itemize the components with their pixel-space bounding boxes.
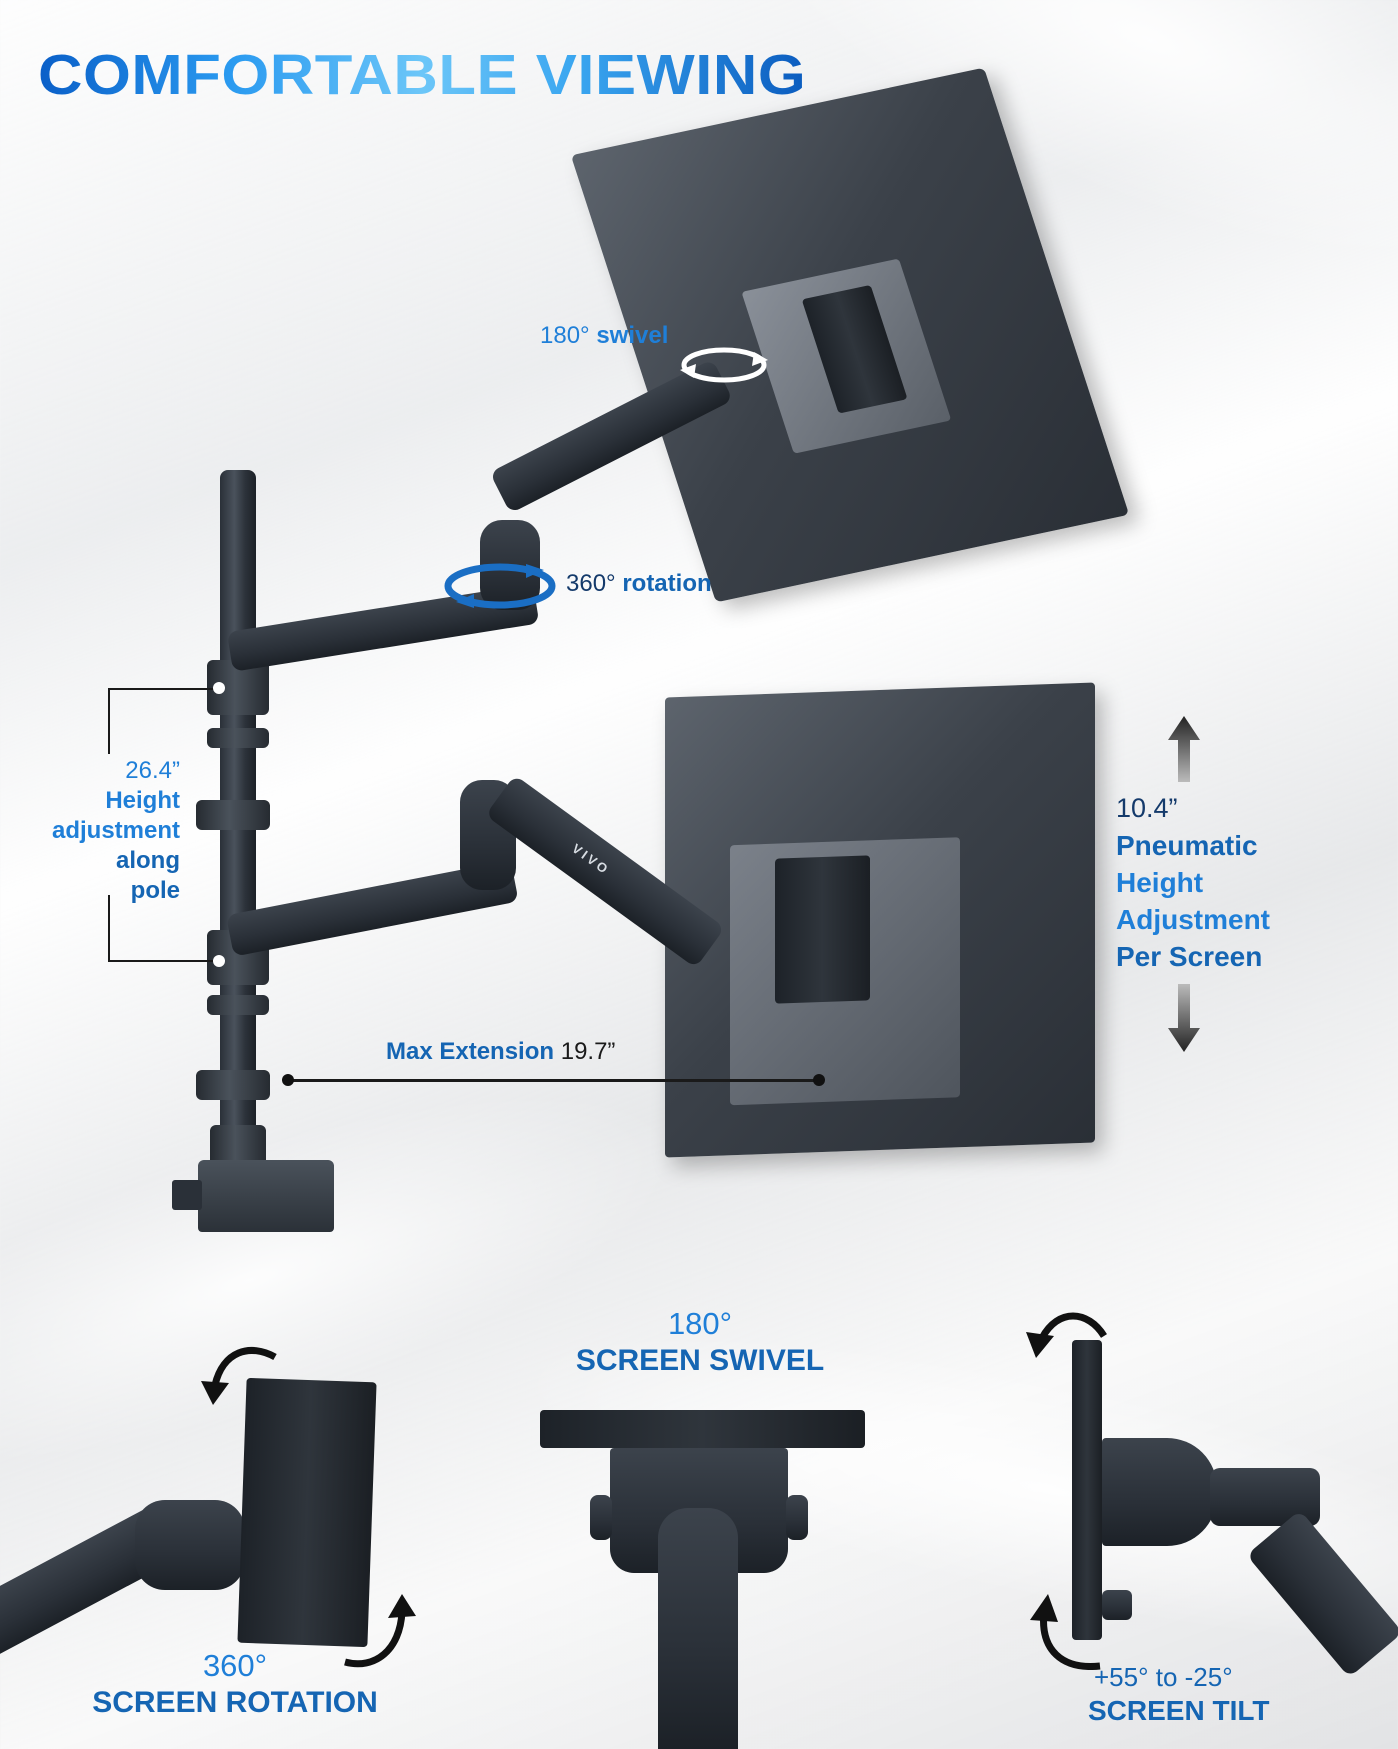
pole-collar xyxy=(207,728,269,748)
extension-callout: Max Extension 19.7” xyxy=(386,1038,615,1066)
lower-vesa-mount xyxy=(775,855,870,1004)
swivel-panel-vesa-plate xyxy=(540,1410,865,1448)
pneumatic-line-2: Height xyxy=(1116,867,1204,898)
pole-height-line-1: Height xyxy=(105,787,180,814)
tilt-down-arrow-icon xyxy=(1030,1594,1101,1670)
pole-bracket-bottom xyxy=(108,960,220,962)
pneumatic-line-4: Per Screen xyxy=(1116,941,1263,972)
pole-height-line-3: along xyxy=(116,847,180,874)
tilt-panel-arm xyxy=(1246,1510,1398,1678)
swivel-panel-knob-left xyxy=(590,1495,612,1540)
swivel-arrows-icon xyxy=(680,347,768,383)
rotate-ccw-arrow-icon xyxy=(201,1346,277,1405)
page-title: COMFORTABLE VIEWING xyxy=(38,43,807,107)
brand-logo: VIVO xyxy=(569,840,613,879)
tilt-panel-vesa-plate xyxy=(1072,1340,1102,1640)
rotation-callout: 360° rotation xyxy=(566,570,712,598)
pole-clip xyxy=(196,1070,270,1100)
swivel-panel-knob-right xyxy=(786,1495,808,1540)
arrow-down-icon xyxy=(1168,984,1200,1052)
extension-dot-start xyxy=(282,1074,294,1086)
pneumatic-line-3: Adjustment xyxy=(1116,904,1270,935)
pole-height-line-4: pole xyxy=(130,877,180,904)
pole-bracket-dot-top xyxy=(213,682,225,694)
feature-tilt-label: SCREEN TILT xyxy=(1088,1695,1270,1726)
extension-line xyxy=(288,1079,820,1082)
pole-bracket-top xyxy=(108,688,220,690)
pole-height-line-2: adjustment xyxy=(51,817,180,844)
extension-label: Max Extension xyxy=(386,1038,555,1065)
pole-bracket-left-bottom xyxy=(108,895,110,961)
pole-bracket-left-top xyxy=(108,688,110,754)
rotate-cw-arrow-icon xyxy=(344,1594,416,1668)
swivel-callout: 180° swivel xyxy=(540,322,668,350)
pneumatic-callout: 10.4” Pneumatic Height Adjustment Per Sc… xyxy=(1116,790,1270,975)
rotation-value: 360° xyxy=(566,570,616,597)
feature-tilt-text: +55° to -25° SCREEN TILT xyxy=(1060,1662,1300,1727)
pneumatic-line-1: Pneumatic xyxy=(1116,830,1258,861)
extension-value: 19.7” xyxy=(560,1038,616,1065)
pneumatic-value: 10.4” xyxy=(1116,793,1178,823)
tilt-up-arrow-icon xyxy=(1026,1312,1107,1358)
desk-clamp xyxy=(198,1160,334,1232)
pole-height-callout: 26.4” Height adjustment along pole xyxy=(20,756,180,906)
pole-height-value: 26.4” xyxy=(125,757,180,784)
feature-swivel-panel: 180° SCREEN SWIVEL xyxy=(520,1300,880,1749)
swivel-label: swivel xyxy=(596,322,669,349)
rotation-panel-joint xyxy=(135,1500,245,1590)
feature-swivel-label: SCREEN SWIVEL xyxy=(575,1344,825,1377)
extension-dot-end xyxy=(813,1074,825,1086)
feature-swivel-value: 180° xyxy=(667,1306,733,1341)
clamp-knob xyxy=(172,1180,202,1210)
feature-swivel-text: 180° SCREEN SWIVEL xyxy=(520,1306,880,1378)
feature-tilt-panel: +55° to -25° SCREEN TILT xyxy=(1000,1290,1398,1749)
feature-rotation-text: 360° SCREEN ROTATION xyxy=(60,1648,410,1720)
tilt-panel-head xyxy=(1102,1438,1217,1546)
feature-rotation-panel: 360° SCREEN ROTATION xyxy=(0,1300,460,1749)
arrow-up-icon xyxy=(1168,716,1200,782)
pole-bracket-dot-bottom xyxy=(213,955,225,967)
swivel-panel-stem xyxy=(658,1508,738,1749)
pole-clip xyxy=(196,800,270,830)
feature-rotation-value: 360° xyxy=(202,1648,268,1683)
rotation-arrows-icon xyxy=(444,563,556,609)
pole-collar xyxy=(207,995,269,1015)
feature-rotation-label: SCREEN ROTATION xyxy=(92,1686,378,1719)
tilt-panel-knob xyxy=(1102,1590,1132,1620)
swivel-value: 180° xyxy=(540,322,590,349)
lower-monitor xyxy=(665,682,1095,1158)
product-illustration: VIVO xyxy=(172,67,1130,1232)
feature-tilt-value: +55° to -25° xyxy=(1094,1662,1233,1692)
rotation-label: rotation xyxy=(622,570,712,597)
